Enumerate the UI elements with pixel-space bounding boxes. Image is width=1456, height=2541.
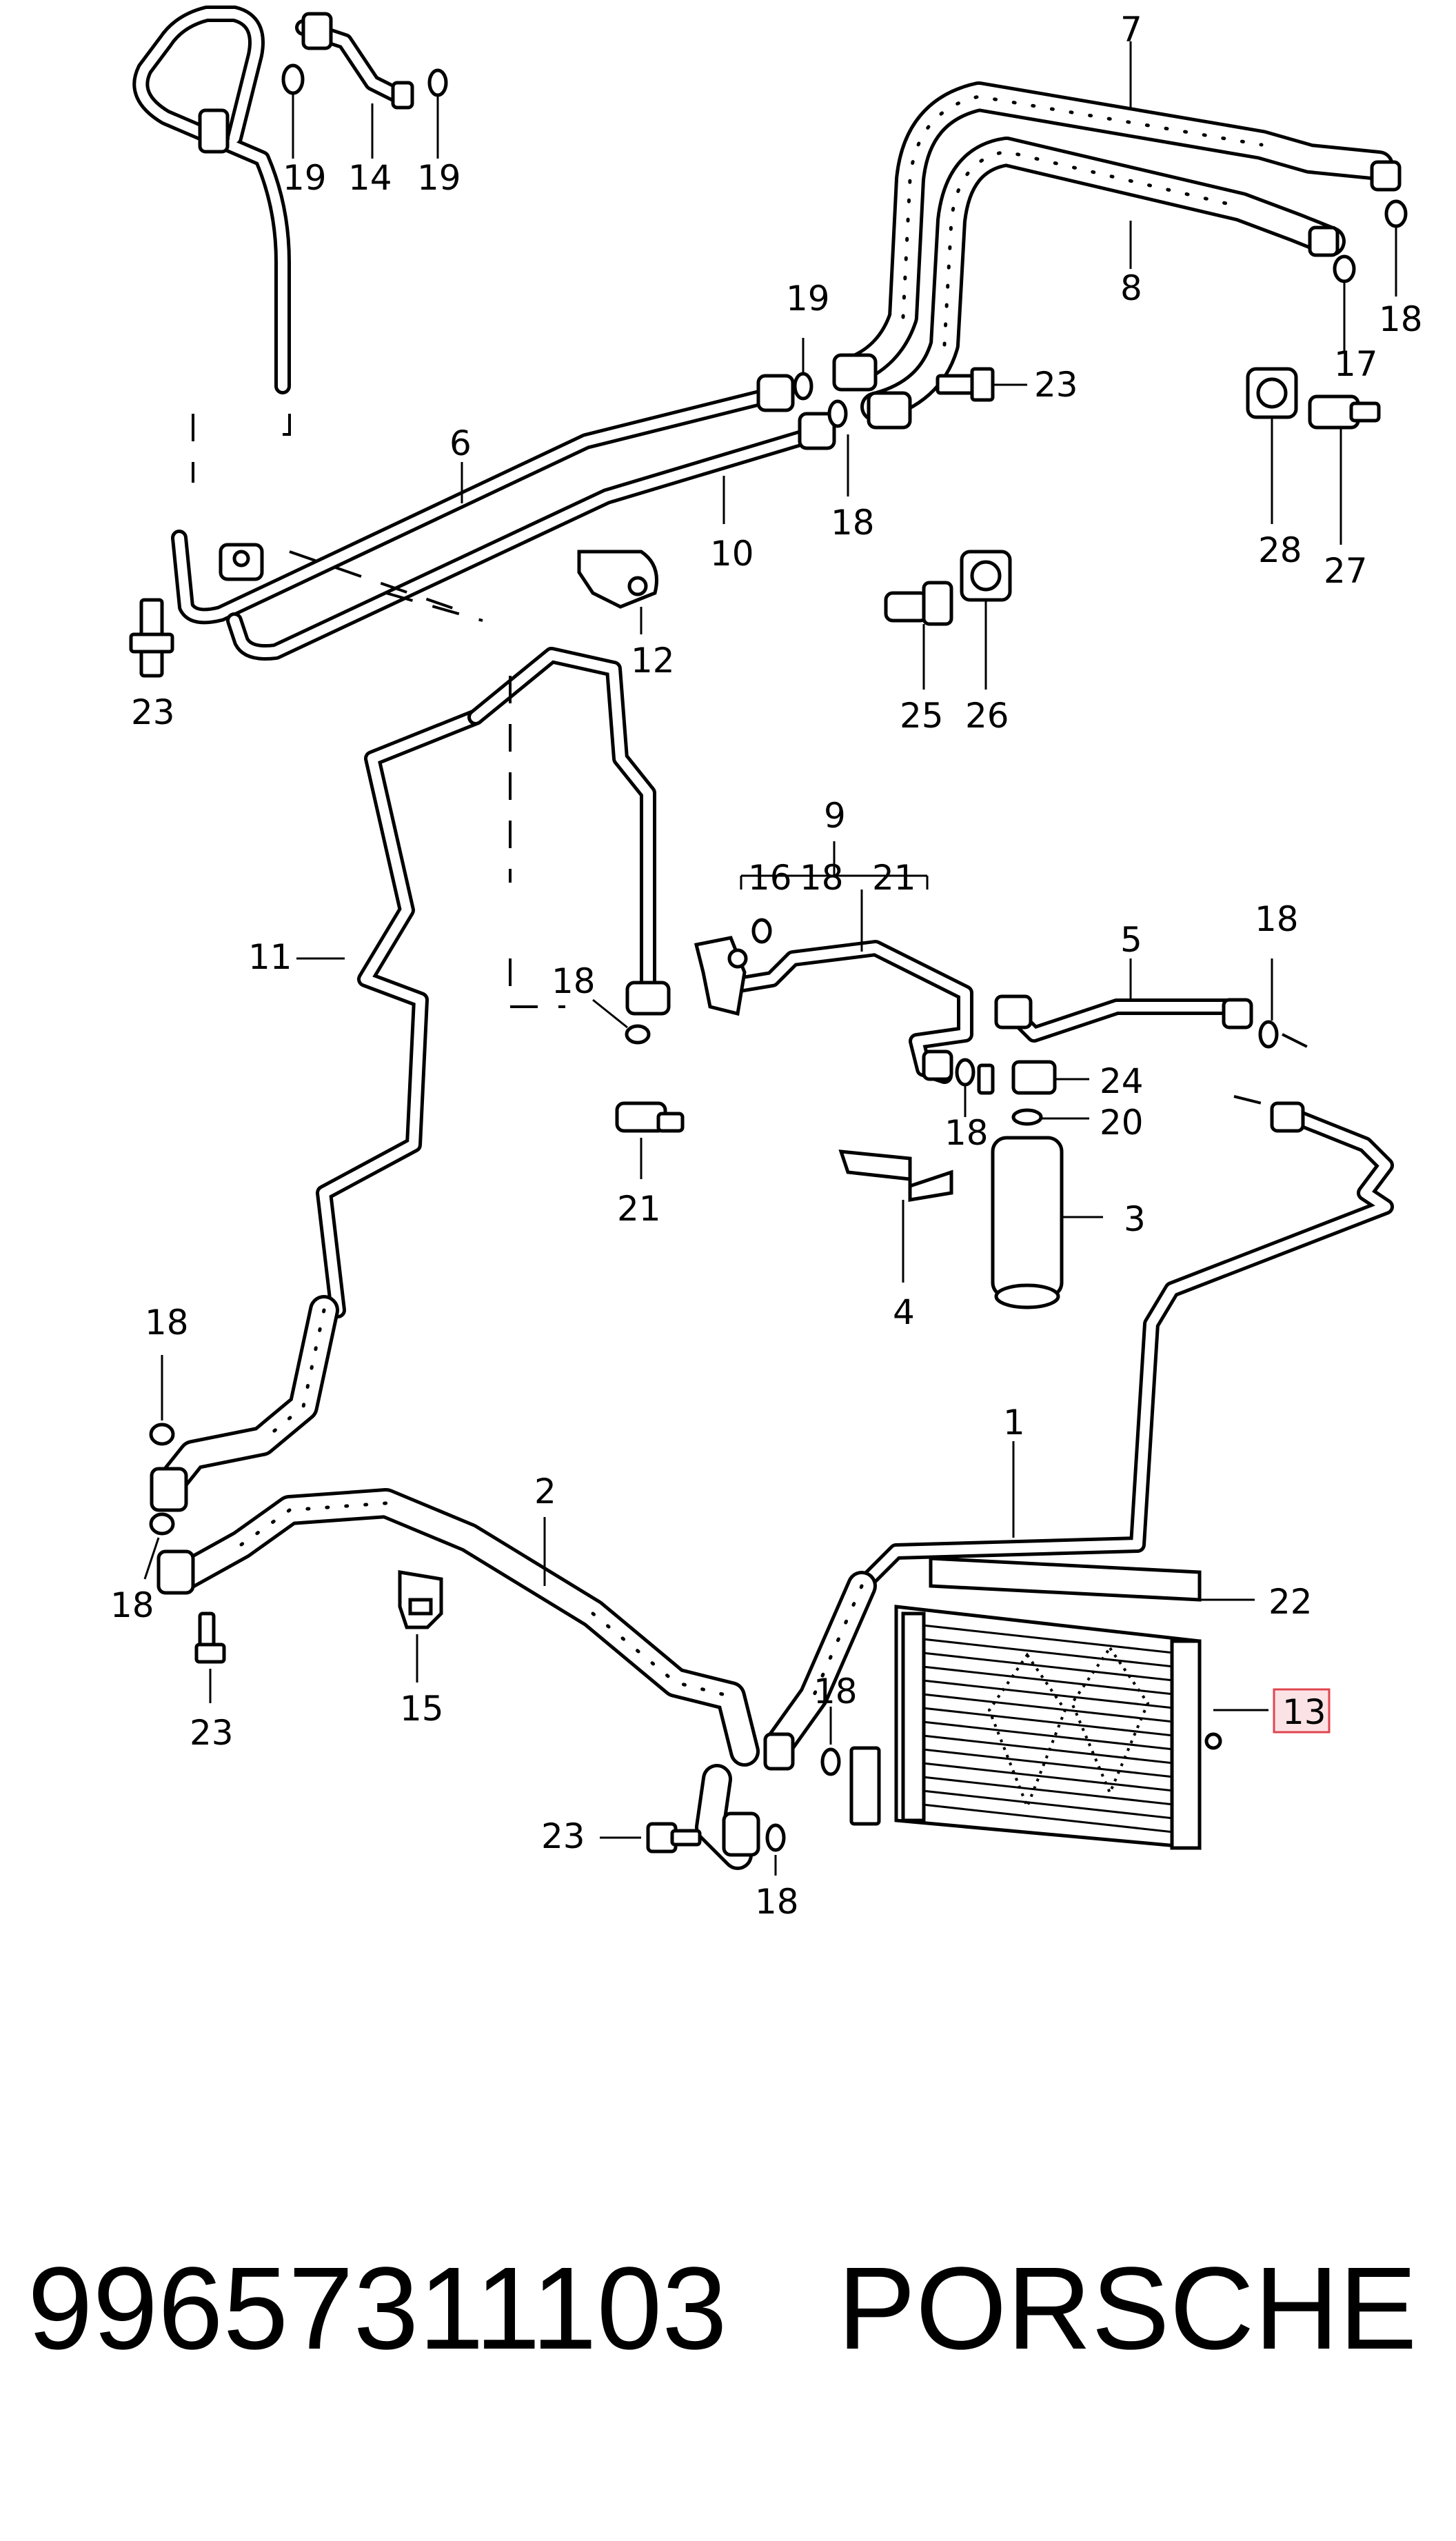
- footer: 99657311103 PORSCHE: [28, 2241, 1434, 2379]
- oring-18-e: [820, 1747, 841, 1776]
- line-5[interactable]: [994, 994, 1311, 1105]
- pipe-assembly-top-left[interactable]: [132, 6, 448, 483]
- oring-18-c: [149, 1423, 175, 1446]
- tube-6-and-10[interactable]: [171, 374, 836, 661]
- callout-20: 20: [1100, 1103, 1144, 1143]
- callout-19-b: 19: [417, 158, 461, 198]
- callout-18-d: 18: [110, 1585, 154, 1625]
- callout-28: 28: [1258, 530, 1302, 570]
- part-number: 99657311103: [28, 2243, 727, 2374]
- callout-10: 10: [710, 534, 754, 574]
- callout-13-highlight[interactable]: [1273, 1688, 1331, 1734]
- sensor-21[interactable]: [615, 1101, 685, 1133]
- callout-19-a: 19: [283, 158, 327, 198]
- callout-11: 11: [248, 937, 292, 977]
- callout-4: 4: [893, 1292, 915, 1332]
- callout-18-top-right: 18: [1379, 299, 1423, 339]
- callout-21-b: 21: [872, 858, 916, 898]
- callout-18-group9: 18: [800, 858, 844, 898]
- callout-18-b: 18: [944, 1113, 989, 1153]
- oring-20: [1011, 1108, 1043, 1126]
- callout-25: 25: [900, 696, 944, 736]
- callout-18-f: 18: [755, 1882, 799, 1922]
- callout-23-d: 23: [541, 1816, 585, 1856]
- callout-8: 8: [1120, 268, 1142, 308]
- seal-strip-22[interactable]: [929, 1556, 1202, 1602]
- callout-12: 12: [631, 641, 675, 681]
- callout-16: 16: [748, 858, 792, 898]
- callout-2: 2: [534, 1472, 556, 1511]
- callout-24: 24: [1100, 1061, 1144, 1101]
- callout-18-mid: 18: [831, 503, 875, 543]
- callout-26: 26: [965, 696, 1009, 736]
- line-1[interactable]: [764, 1101, 1394, 1760]
- hose-7-and-8[interactable]: [793, 81, 1408, 430]
- bracket-4[interactable]: [838, 1149, 953, 1202]
- callout-22: 22: [1268, 1582, 1313, 1622]
- line-11[interactable]: [150, 647, 671, 1512]
- callout-18-c: 18: [145, 1303, 189, 1343]
- brand-name: PORSCHE: [837, 2243, 1417, 2374]
- callout-14: 14: [348, 158, 392, 198]
- callout-23-c: 23: [190, 1713, 234, 1753]
- callout-3: 3: [1124, 1199, 1146, 1239]
- callout-23-b: 23: [1034, 365, 1078, 405]
- oring-18-f: [765, 1823, 786, 1852]
- valve-26[interactable]: [960, 550, 1012, 602]
- line-2[interactable]: [156, 1488, 795, 1870]
- callout-19-c: 19: [786, 279, 830, 319]
- bolt-23-left[interactable]: [129, 598, 174, 678]
- bolt-23-bottom[interactable]: [646, 1822, 702, 1854]
- callout-27: 27: [1324, 551, 1368, 591]
- callout-6: 6: [449, 423, 472, 463]
- callout-18-line11: 18: [552, 961, 596, 1001]
- bracket-15[interactable]: [398, 1570, 443, 1629]
- callout-23-a: 23: [131, 692, 175, 732]
- valve-25[interactable]: [884, 581, 953, 626]
- callout-15: 15: [400, 1689, 444, 1729]
- oring-18-a: [625, 1024, 651, 1045]
- callout-9: 9: [824, 796, 846, 836]
- callout-5: 5: [1120, 920, 1142, 960]
- callout-13: 13: [1282, 1692, 1326, 1732]
- callout-21-a: 21: [617, 1189, 661, 1229]
- receiver-dryer-3[interactable]: [991, 1136, 1064, 1309]
- callout-7: 7: [1120, 10, 1142, 50]
- line-9[interactable]: [694, 918, 975, 1087]
- bracket-12[interactable]: [577, 550, 658, 609]
- bolt-23-lower[interactable]: [194, 1611, 226, 1664]
- condenser-13[interactable]: [849, 1605, 1222, 1850]
- oring-18-d: [149, 1512, 175, 1536]
- callout-18-line5: 18: [1255, 899, 1299, 939]
- ac-condenser-parts-diagram: 19 14 19 6 10 23 12: [110, 6, 1423, 1922]
- callout-1: 1: [1003, 1403, 1025, 1443]
- callout-18-e: 18: [813, 1671, 858, 1711]
- fitting-24[interactable]: [977, 1060, 1057, 1095]
- valve-27[interactable]: [1308, 394, 1381, 430]
- callout-17: 17: [1334, 344, 1378, 384]
- valve-28[interactable]: [1246, 367, 1298, 419]
